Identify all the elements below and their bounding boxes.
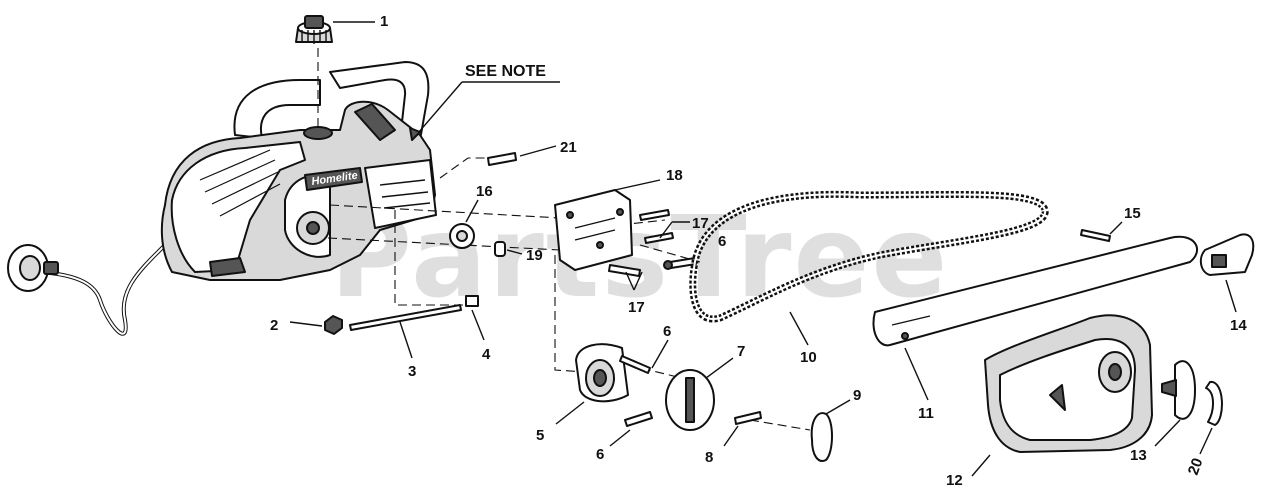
callout-6b: 6: [596, 446, 604, 463]
callout-labels: 1 2 3 4 5 6 6 6 7 8 9 10 11 12 13 14 15 …: [270, 13, 1247, 489]
callout-21: 21: [560, 139, 577, 156]
callout-17b: 17: [628, 299, 645, 316]
callout-8: 8: [705, 449, 713, 466]
callout-12: 12: [946, 472, 963, 489]
callout-11: 11: [918, 405, 934, 422]
callout-13: 13: [1130, 447, 1147, 464]
clip-part-19[interactable]: [494, 241, 523, 257]
callout-15: 15: [1124, 205, 1141, 222]
callout-16: 16: [476, 183, 493, 200]
side-cover-part-12[interactable]: [971, 314, 1153, 477]
see-note-label: SEE NOTE: [409, 63, 560, 141]
chainsaw-motor-housing[interactable]: Homelite: [160, 61, 437, 281]
callout-5: 5: [536, 427, 544, 444]
callout-14: 14: [1230, 317, 1247, 334]
screws-part-17-lower[interactable]: [608, 264, 643, 291]
callout-17a: 17: [692, 215, 709, 232]
callout-4: 4: [482, 346, 491, 363]
callout-9: 9: [853, 387, 861, 404]
bar-tip-part-14[interactable]: [1199, 233, 1255, 313]
screw-part-8[interactable]: [723, 411, 762, 447]
svg-text:SEE NOTE: SEE NOTE: [465, 63, 546, 80]
screw-part-15[interactable]: [1080, 221, 1123, 242]
callout-20: 20: [1185, 456, 1207, 477]
callout-3: 3: [408, 363, 416, 380]
callout-18: 18: [666, 167, 683, 184]
block-part-4[interactable]: [465, 295, 485, 341]
nut-part-2[interactable]: [289, 315, 343, 335]
knob-part-13[interactable]: [1154, 360, 1196, 447]
callout-2: 2: [270, 317, 278, 334]
oil-cap-part-1[interactable]: [295, 15, 375, 128]
screws-part-17-upper[interactable]: [639, 209, 690, 244]
adjuster-plate-part-18[interactable]: [554, 179, 661, 271]
power-cord-plug[interactable]: [7, 243, 167, 336]
callout-7: 7: [737, 343, 745, 360]
callout-6c: 6: [718, 233, 726, 250]
rod-part-3[interactable]: [349, 304, 462, 359]
pin-part-21[interactable]: [487, 145, 557, 166]
callout-19: 19: [526, 247, 543, 264]
screw-part-6-bottom[interactable]: [609, 411, 653, 447]
callout-1: 1: [380, 13, 388, 30]
screw-part-6-top[interactable]: [619, 339, 669, 374]
callout-6a: 6: [663, 323, 671, 340]
guide-bar-part-11[interactable]: [872, 235, 1199, 401]
sprocket-part-16[interactable]: [449, 199, 479, 249]
bearing-plate-part-5[interactable]: [555, 343, 629, 425]
saw-chain-part-10[interactable]: [689, 190, 1049, 346]
callout-10: 10: [800, 349, 817, 366]
screw-part-6-mid[interactable]: [663, 257, 697, 270]
washer-part-9[interactable]: [810, 399, 851, 462]
clip-part-20[interactable]: [1199, 381, 1223, 455]
knob-part-7[interactable]: [665, 357, 734, 431]
